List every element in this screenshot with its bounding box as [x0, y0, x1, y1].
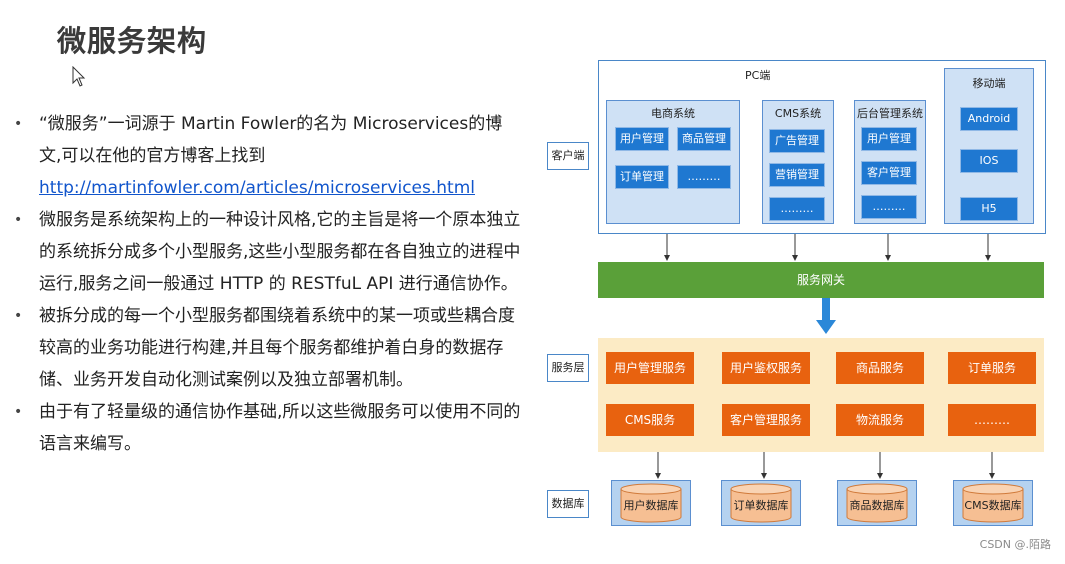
system-module: 订单管理	[615, 165, 669, 189]
service-item: 物流服务	[836, 404, 924, 436]
pc-client-label: PC端	[745, 69, 771, 82]
service-item: 用户鉴权服务	[722, 352, 810, 384]
down-arrow-icon	[816, 298, 836, 334]
csdn-watermark: CSDN @.陌路	[979, 538, 1051, 551]
system-module: 商品管理	[677, 127, 731, 151]
bullet-text: 由于有了轻量级的通信协作基础,所以这些微服务可以使用不同的语言来编写。	[39, 402, 521, 454]
database-layer-label: 数据库	[547, 490, 589, 518]
bullet-dot-icon: •	[14, 212, 23, 228]
mobile-client: 移动端 Android IOS H5	[944, 68, 1034, 224]
mobile-platform-h5: H5	[960, 197, 1018, 221]
microservices-article-link[interactable]: http://martinfowler.com/articles/microse…	[39, 178, 475, 198]
bullet-text: 微服务是系统架构上的一种设计风格,它的主旨是将一个原本独立的系统拆分成多个小型服…	[39, 210, 521, 294]
service-layer-label: 服务层	[547, 354, 589, 382]
database-cylinder-icon	[730, 483, 792, 523]
mobile-client-title: 移动端	[972, 77, 1006, 90]
mobile-platform-ios: IOS	[960, 149, 1018, 173]
database-item: CMS数据库	[953, 480, 1033, 526]
system-module: ………	[769, 197, 825, 221]
system-module: 广告管理	[769, 129, 825, 153]
bullet-list: • “微服务”一词源于 Martin Fowler的名为 Microservic…	[14, 108, 524, 460]
cms-system: CMS系统 广告管理 营销管理 ………	[762, 100, 834, 224]
bullet-dot-icon: •	[14, 116, 23, 132]
service-item: 商品服务	[836, 352, 924, 384]
database-cylinder-icon	[962, 483, 1024, 523]
service-item: 订单服务	[948, 352, 1036, 384]
database-label: 订单数据库	[733, 499, 789, 512]
bullet-dot-icon: •	[14, 308, 23, 324]
database-label: CMS数据库	[964, 499, 1022, 512]
database-cylinder-icon	[846, 483, 908, 523]
system-title: CMS系统	[774, 107, 822, 120]
system-module: ………	[861, 195, 917, 219]
service-item: ………	[948, 404, 1036, 436]
system-module: ………	[677, 165, 731, 189]
system-module: 营销管理	[769, 163, 825, 187]
database-label: 商品数据库	[849, 499, 905, 512]
admin-system: 后台管理系统 用户管理 客户管理 ………	[854, 100, 926, 224]
database-label: 用户数据库	[623, 499, 679, 512]
bullet-item: • “微服务”一词源于 Martin Fowler的名为 Microservic…	[14, 108, 524, 204]
service-gateway: 服务网关	[598, 262, 1044, 298]
database-item: 用户数据库	[611, 480, 691, 526]
system-title: 电商系统	[651, 107, 695, 120]
database-cylinder-icon	[620, 483, 682, 523]
service-item: CMS服务	[606, 404, 694, 436]
system-module: 用户管理	[615, 127, 669, 151]
mobile-platform-android: Android	[960, 107, 1018, 131]
client-layer-label: 客户端	[547, 142, 589, 170]
database-item: 订单数据库	[721, 480, 801, 526]
bullet-text: “微服务”一词源于 Martin Fowler的名为 Microservices…	[39, 114, 503, 166]
slide-title: 微服务架构	[57, 24, 208, 58]
bullet-item: • 被拆分成的每一个小型服务都围绕着系统中的某一项或些耦合度较高的业务功能进行构…	[14, 300, 524, 396]
mouse-cursor-icon	[72, 66, 86, 87]
system-module: 用户管理	[861, 127, 917, 151]
bullet-dot-icon: •	[14, 404, 23, 420]
ecommerce-system: 电商系统 用户管理 商品管理 订单管理 ………	[606, 100, 740, 224]
service-item: 客户管理服务	[722, 404, 810, 436]
system-module: 客户管理	[861, 161, 917, 185]
system-title: 后台管理系统	[857, 107, 923, 120]
bullet-item: • 由于有了轻量级的通信协作基础,所以这些微服务可以使用不同的语言来编写。	[14, 396, 524, 460]
database-item: 商品数据库	[837, 480, 917, 526]
bullet-item: • 微服务是系统架构上的一种设计风格,它的主旨是将一个原本独立的系统拆分成多个小…	[14, 204, 524, 300]
bullet-text: 被拆分成的每一个小型服务都围绕着系统中的某一项或些耦合度较高的业务功能进行构建,…	[39, 306, 515, 390]
service-item: 用户管理服务	[606, 352, 694, 384]
